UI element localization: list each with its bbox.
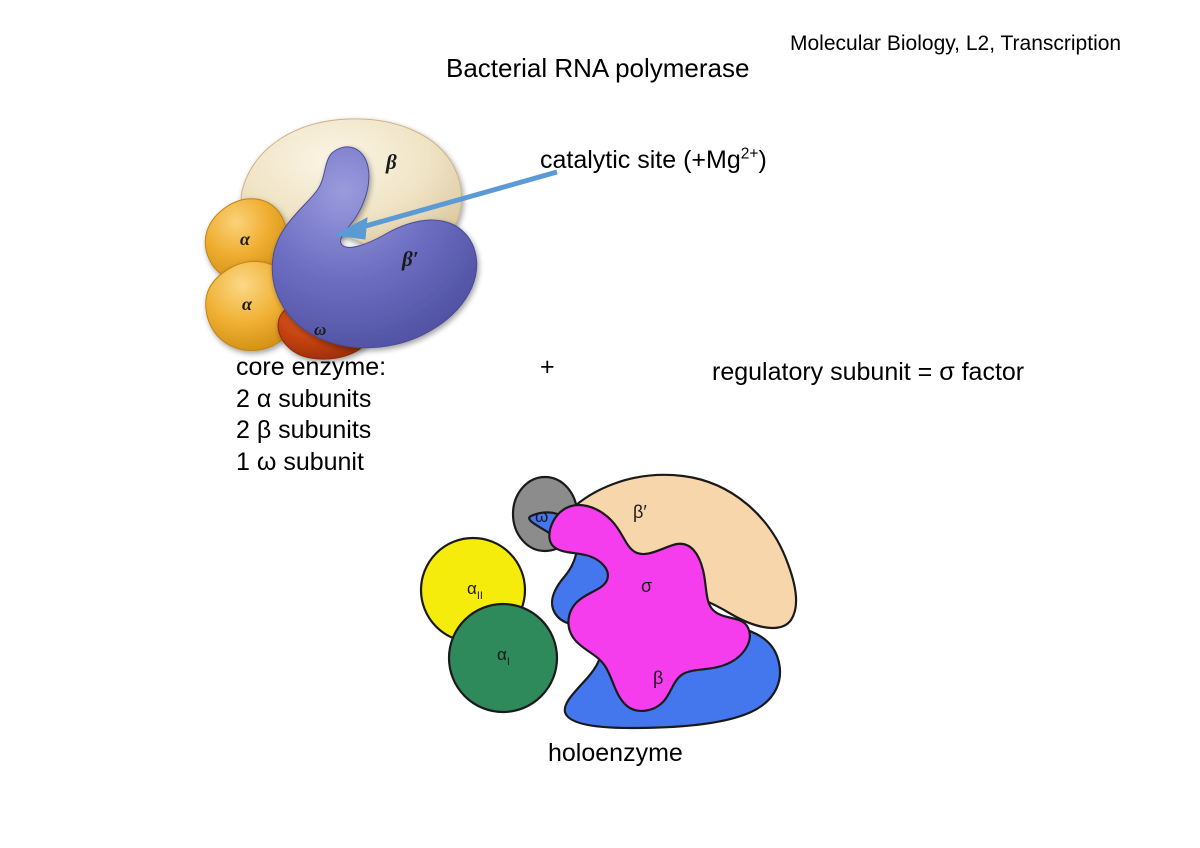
holo-label-omega: ω bbox=[535, 507, 548, 526]
holo-label-beta: β bbox=[653, 668, 663, 688]
core-enzyme-description: core enzyme: 2 α subunits 2 β subunits 1… bbox=[236, 352, 386, 478]
core-label-beta-prime: β′ bbox=[401, 247, 419, 271]
core-enzyme-line-omega: 1 ω subunit bbox=[236, 447, 364, 476]
catalytic-site-label: catalytic site (+Mg2+) bbox=[540, 144, 767, 176]
holo-label-alpha-i: αI bbox=[497, 645, 510, 668]
core-subunit-beta-prime-shape bbox=[271, 146, 478, 349]
arrow-shaft bbox=[354, 169, 558, 232]
core-enzyme-heading: core enzyme: bbox=[236, 353, 387, 381]
core-label-beta: β bbox=[385, 150, 397, 174]
core-enzyme-line-beta: 2 β subunits bbox=[236, 416, 372, 444]
course-header: Molecular Biology, L2, Transcription bbox=[790, 32, 1122, 55]
core-label-alpha-upper: α bbox=[240, 229, 251, 249]
holoenzyme-caption: holoenzyme bbox=[548, 739, 683, 767]
holo-label-sigma: σ bbox=[641, 576, 652, 596]
holo-label-beta-prime: β′ bbox=[633, 502, 647, 522]
catalytic-site-paren: ) bbox=[758, 146, 767, 174]
regulatory-subunit-label: regulatory subunit = σ factor bbox=[712, 358, 1025, 386]
plus-sign: + bbox=[540, 353, 555, 381]
page-title: Bacterial RNA polymerase bbox=[446, 53, 750, 83]
holoenzyme-diagram: ω αII αI β β′ σ bbox=[419, 468, 800, 730]
core-label-omega: ω bbox=[314, 320, 326, 339]
holo-subunit-sigma-shape bbox=[548, 503, 751, 712]
catalytic-site-charge: 2+ bbox=[740, 145, 759, 163]
core-enzyme-diagram: β β′ α α ω bbox=[170, 105, 500, 360]
core-label-alpha-lower: α bbox=[242, 294, 253, 314]
holo-subunit-alpha-i-shape bbox=[447, 602, 559, 714]
arrow-head bbox=[333, 217, 368, 240]
core-enzyme-line-alpha: 2 α subunits bbox=[236, 384, 372, 413]
catalytic-site-text: catalytic site (+Mg bbox=[540, 146, 741, 174]
catalytic-site-arrow bbox=[315, 168, 560, 253]
